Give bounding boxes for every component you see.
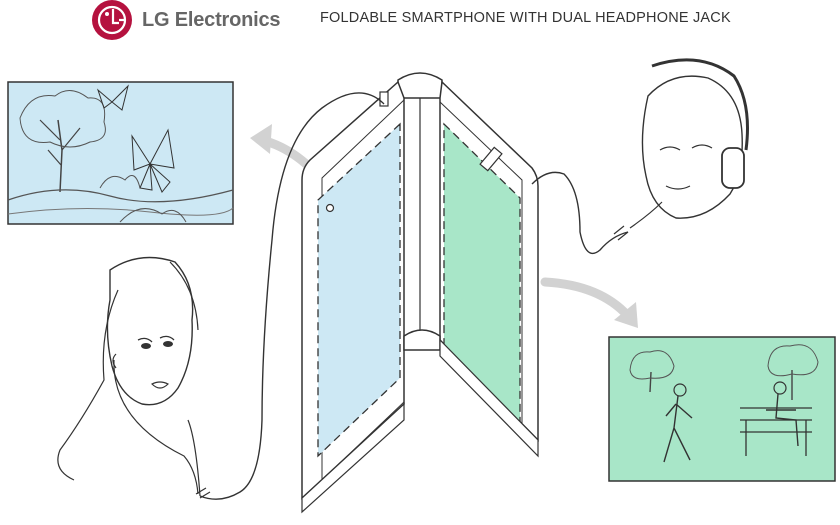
left-scene-panel (7, 81, 234, 225)
diagram-caption: FOLDABLE SMARTPHONE WITH DUAL HEADPHONE … (320, 10, 731, 26)
headphone-cables (195, 92, 629, 500)
woman-with-earphones (57, 256, 201, 497)
lg-logo-icon (92, 0, 132, 40)
man-with-headphones (629, 58, 749, 229)
brand-logo: LG Electronics (92, 0, 281, 40)
foldable-phone (301, 72, 539, 514)
brand-name: LG Electronics (142, 8, 281, 31)
right-scene-panel (608, 336, 836, 482)
